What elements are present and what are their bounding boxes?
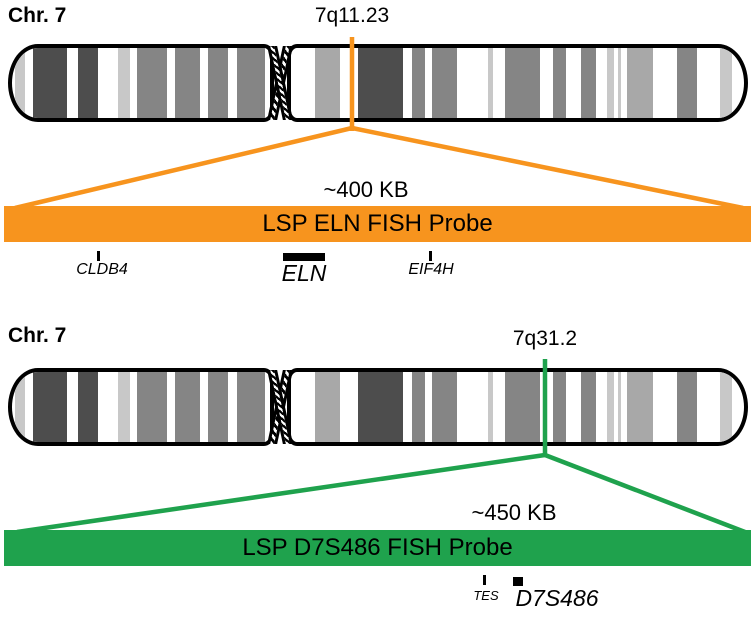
chromosome-band	[32, 48, 67, 118]
chromosome-band	[606, 48, 614, 118]
chromosome-band	[580, 372, 596, 442]
chromosome-band	[431, 48, 457, 118]
chromosome-band	[136, 372, 167, 442]
eln-probe-bar-label: LSP ELN FISH Probe	[262, 210, 493, 237]
centromere	[267, 370, 294, 444]
tes-gene-label: TES	[473, 588, 499, 603]
chromosome-band	[504, 372, 540, 442]
chromosome-7-label-top: Chr. 7	[8, 4, 67, 27]
chromosome-band	[676, 372, 697, 442]
chromosome-band	[626, 48, 653, 118]
cldb4-tick	[97, 251, 100, 261]
d7s486-probe-bar-label: LSP D7S486 FISH Probe	[242, 534, 513, 561]
chromosome-band	[411, 48, 425, 118]
eln-gene-bar	[283, 253, 325, 261]
chromosome-band	[487, 48, 493, 118]
chromosome-band	[314, 48, 340, 118]
chromosome-band	[207, 48, 228, 118]
chromosome-band	[580, 48, 596, 118]
chromosome-band	[552, 372, 566, 442]
chromosome-7-label-bottom: Chr. 7	[8, 324, 67, 347]
eif4h-gene-label: EIF4H	[408, 261, 454, 278]
probe-size-label-450kb: ~450 KB	[471, 500, 557, 525]
d7s486-marker-label: D7S486	[515, 585, 599, 611]
chromosome-band	[719, 372, 732, 442]
chromosome-band	[236, 48, 265, 118]
locus-label-7q31-2: 7q31.2	[512, 327, 578, 350]
probe-size-label-400kb: ~400 KB	[323, 177, 409, 202]
chromosome-band	[136, 48, 167, 118]
chromosome-band	[357, 48, 403, 118]
chromosome-band	[617, 48, 621, 118]
chromosome-band	[174, 372, 200, 442]
q-arm	[287, 44, 748, 122]
q-arm	[287, 368, 748, 446]
d7s486-probe-bar: LSP D7S486 FISH Probe	[4, 530, 751, 566]
chromosome-band	[431, 372, 457, 442]
chromosome-band	[77, 372, 98, 442]
cldb4-gene-label: CLDB4	[76, 261, 128, 278]
chromosome-7-ideogram-bottom	[0, 368, 755, 446]
chromosome-7-ideogram-top	[0, 44, 755, 122]
chromosome-band	[504, 48, 540, 118]
chromosome-band	[207, 372, 228, 442]
chromosome-band	[236, 372, 265, 442]
chromosome-band	[676, 48, 697, 118]
d7s486-marker-box	[513, 577, 523, 586]
eif4h-tick	[429, 251, 432, 261]
eln-gene-label: ELN	[281, 260, 327, 286]
chromosome-band	[77, 48, 98, 118]
chromosome-band	[719, 48, 732, 118]
chromosome-band	[487, 372, 493, 442]
chromosome-band	[117, 372, 130, 442]
eln-probe-bar: LSP ELN FISH Probe	[4, 206, 751, 242]
chromosome-band	[32, 372, 67, 442]
chromosome-band	[14, 372, 25, 442]
chromosome-band	[606, 372, 614, 442]
chromosome-band	[174, 48, 200, 118]
locus-label-7q11-23: 7q11.23	[314, 4, 390, 27]
centromere	[267, 46, 294, 120]
chromosome-band	[552, 48, 566, 118]
chromosome-band	[117, 48, 130, 118]
chromosome-band	[314, 372, 340, 442]
chromosome-band	[14, 48, 25, 118]
chromosome-band	[626, 372, 653, 442]
chromosome-band	[357, 372, 403, 442]
chromosome-band	[411, 372, 425, 442]
p-arm	[8, 44, 274, 122]
chromosome-band	[617, 372, 621, 442]
p-arm	[8, 368, 274, 446]
tes-tick	[483, 575, 486, 585]
